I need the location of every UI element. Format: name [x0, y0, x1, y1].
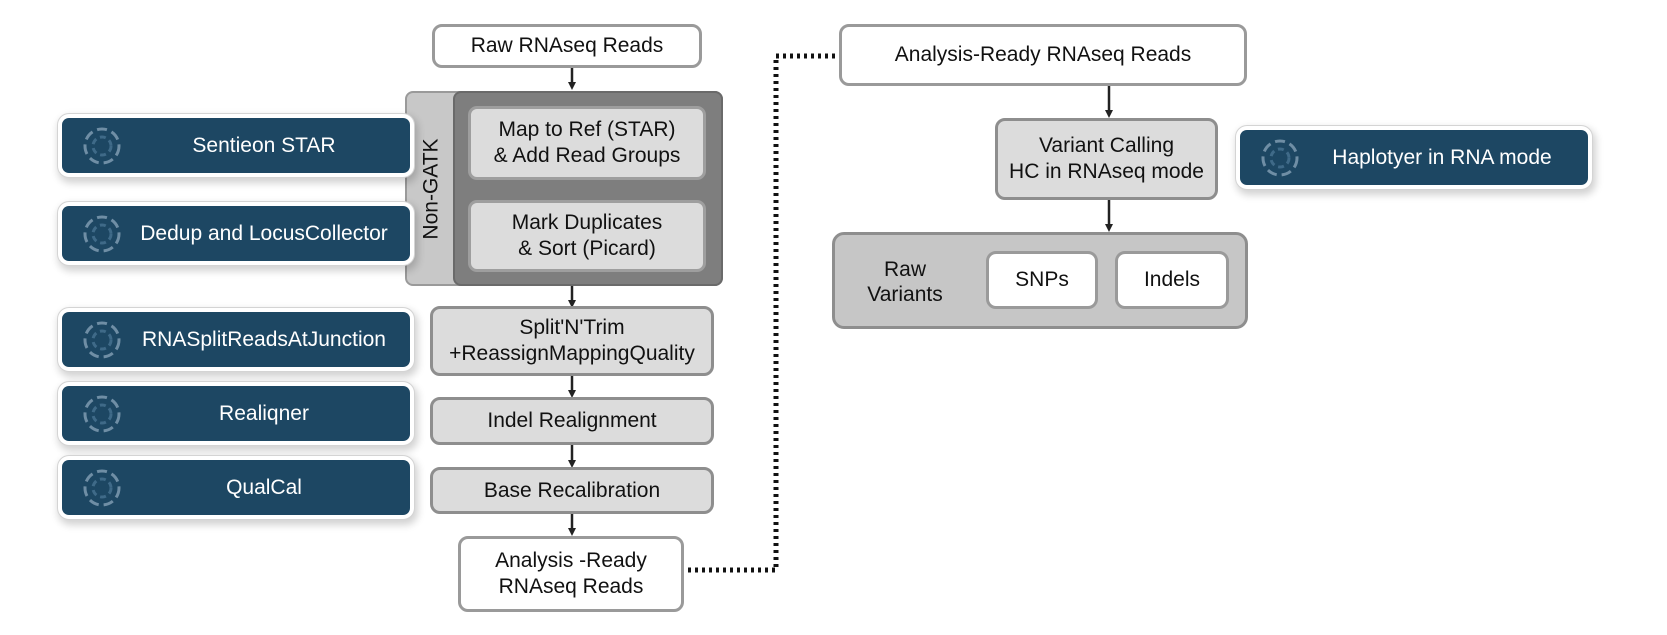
analysis-ready-rnaseq-box: Analysis-Ready RNAseq Reads — [839, 24, 1247, 86]
base-recalibration-box: Base Recalibration — [430, 467, 714, 514]
raw-variants-label: Raw Variants — [867, 258, 943, 306]
dedup-locuscollector-badge: Dedup and LocusCollector — [62, 206, 410, 261]
variant-calling-box: Variant Calling HC in RNAseq mode — [995, 118, 1218, 200]
non-gatk-label: Non-GATK — [420, 137, 444, 240]
qualcal-badge: QualCal — [62, 460, 410, 515]
haplotyper-badge: Haplotyer in RNA mode — [1240, 130, 1588, 185]
sentieon-logo-icon — [83, 469, 121, 506]
indels-box: Indels — [1115, 251, 1229, 309]
realigner-badge: Realiqner — [62, 386, 410, 441]
map-to-ref-box: Map to Ref (STAR) & Add Read Groups — [468, 106, 706, 180]
sentieon-logo-icon — [83, 321, 121, 358]
indel-realignment-box: Indel Realignment — [430, 397, 714, 445]
analysis-ready-reads-box: Analysis -Ready RNAseq Reads — [458, 536, 684, 612]
sentieon-logo-icon — [83, 215, 121, 252]
sentieon-logo-icon — [1261, 139, 1299, 176]
raw-rnaseq-reads-box: Raw RNAseq Reads — [432, 24, 702, 68]
dotted-connector — [688, 53, 838, 573]
snps-box: SNPs — [986, 251, 1098, 309]
sentieon-star-badge: Sentieon STAR — [62, 118, 410, 173]
split-n-trim-box: Split'N'Trim +ReassignMappingQuality — [430, 306, 714, 376]
sentieon-logo-icon — [83, 127, 121, 164]
rnasplitreads-badge: RNASplitReadsAtJunction — [62, 312, 410, 367]
mark-duplicates-box: Mark Duplicates & Sort (Picard) — [468, 200, 706, 272]
sentieon-logo-icon — [83, 395, 121, 432]
